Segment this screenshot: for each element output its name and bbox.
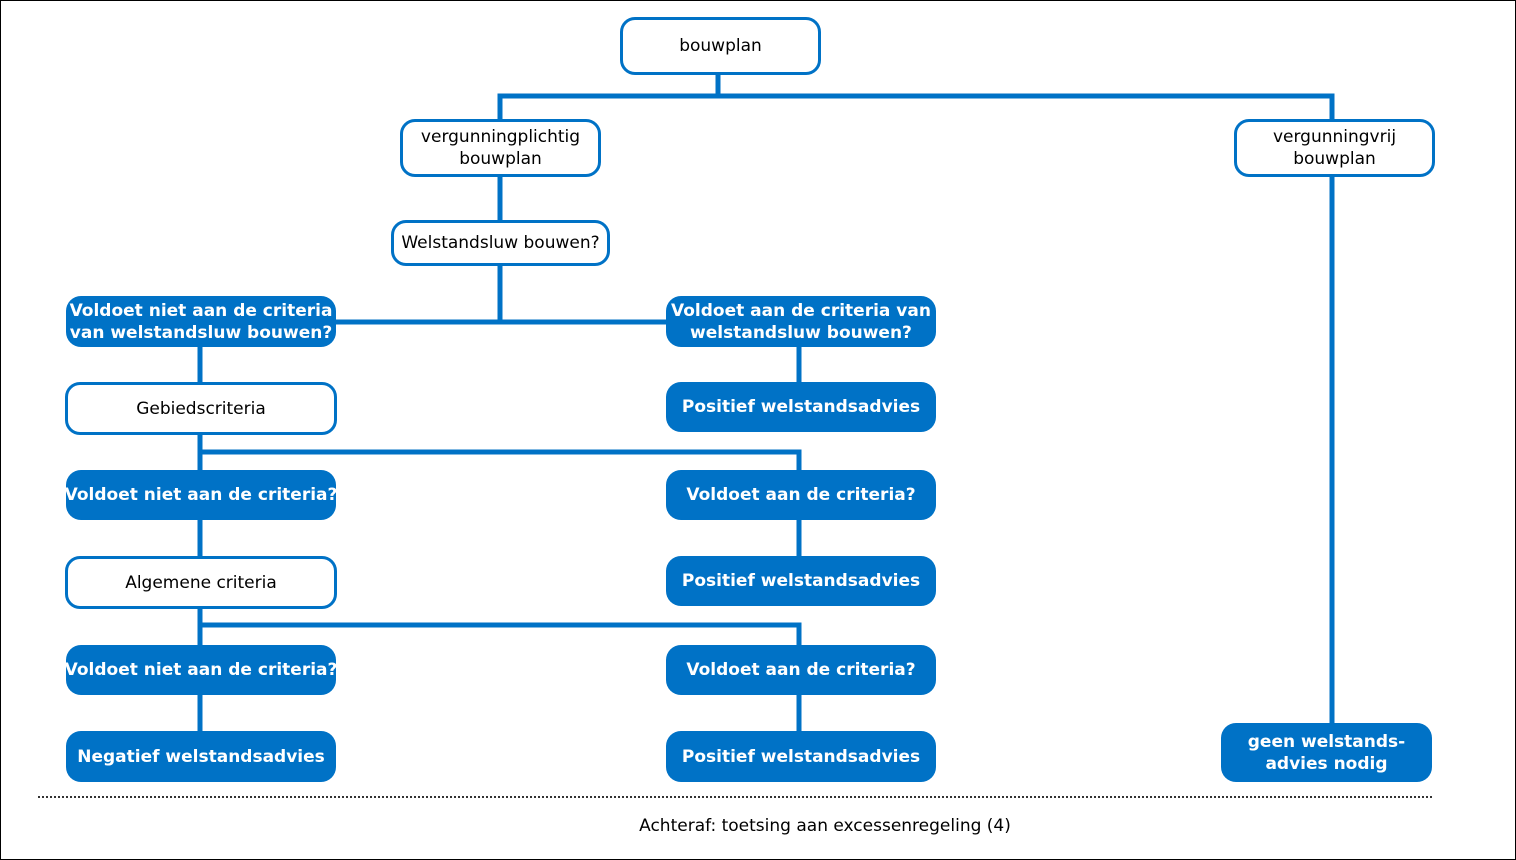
node-voldoet-criteria-2: Voldoet aan de criteria? bbox=[666, 645, 936, 695]
node-voldoet-niet-criteria-1: Voldoet niet aan de criteria? bbox=[65, 470, 337, 520]
node-welstandsluw-bouwen-question: Welstandsluw bouwen? bbox=[391, 220, 610, 266]
node-positief-welstandsadvies-2: Positief welstandsadvies bbox=[666, 556, 936, 606]
node-voldoet-niet-criteria-2: Voldoet niet aan de criteria? bbox=[65, 645, 337, 695]
footer-note: Achteraf: toetsing aan excessenregeling … bbox=[639, 816, 1011, 836]
node-voldoet-niet-welstandsluw: Voldoet niet aan de criteria van welstan… bbox=[66, 296, 336, 347]
node-positief-welstandsadvies-1: Positief welstandsadvies bbox=[666, 382, 936, 432]
node-voldoet-welstandsluw: Voldoet aan de criteria van welstandsluw… bbox=[666, 296, 936, 347]
node-bouwplan: bouwplan bbox=[620, 17, 821, 75]
dotted-separator bbox=[38, 796, 1432, 798]
node-positief-welstandsadvies-3: Positief welstandsadvies bbox=[666, 731, 936, 782]
node-algemene-criteria: Algemene criteria bbox=[65, 556, 337, 609]
node-negatief-welstandsadvies: Negatief welstandsadvies bbox=[66, 731, 336, 782]
node-geen-welstandsadvies-nodig: geen welstands- advies nodig bbox=[1221, 723, 1432, 782]
node-vergunningplichtig-bouwplan: vergunningplichtig bouwplan bbox=[400, 119, 601, 177]
node-voldoet-criteria-1: Voldoet aan de criteria? bbox=[666, 470, 936, 520]
node-gebiedscriteria: Gebiedscriteria bbox=[65, 382, 337, 435]
node-vergunningvrij-bouwplan: vergunningvrij bouwplan bbox=[1234, 119, 1435, 177]
